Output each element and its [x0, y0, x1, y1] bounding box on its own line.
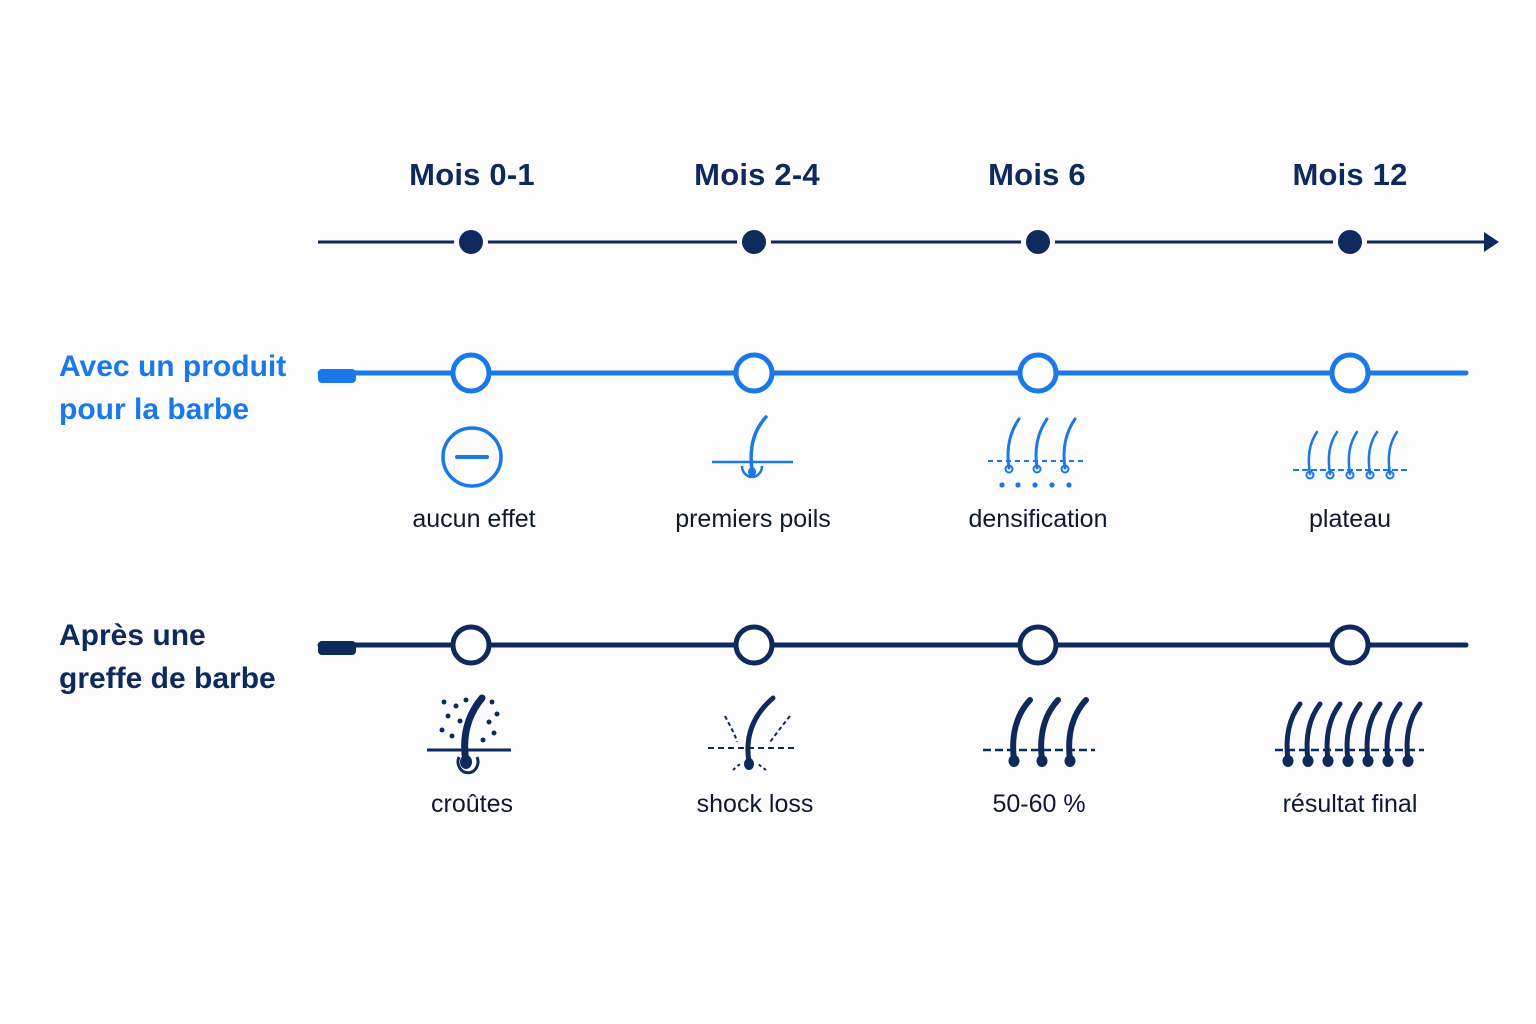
- product-stage-label-0: aucun effet: [412, 505, 536, 533]
- no-effect-icon: [441, 426, 503, 488]
- product-row-title-line1: Avec un produit: [59, 350, 287, 383]
- time-axis: [318, 225, 1499, 259]
- three-hairs-icon: [983, 697, 1095, 767]
- product-track: [317, 352, 1469, 394]
- hair-root-4: [1362, 755, 1374, 767]
- hair-strand-1: [1304, 701, 1323, 763]
- single-hair-icon: [712, 415, 793, 479]
- graft-row-title: Après une greffe de barbe: [59, 614, 276, 700]
- five-hairs-icon: [1293, 430, 1408, 480]
- product-stage-node-1: [733, 352, 775, 394]
- product-stage-node-3: [1329, 352, 1371, 394]
- hair-root-2: [1322, 755, 1334, 767]
- graft-stage-node-2: [1017, 624, 1059, 666]
- month-label-2: Mois 6: [988, 157, 1086, 192]
- month-label-1: Mois 2-4: [694, 157, 820, 192]
- graft-stage-label-1: shock loss: [696, 790, 814, 818]
- axis-arrow-icon: [1484, 232, 1499, 252]
- graft-stage-label-0: croûtes: [431, 790, 513, 818]
- month-label-0: Mois 0-1: [409, 157, 535, 192]
- hair-strand-3: [1344, 701, 1363, 763]
- three-hairs-dotted-icon: [988, 417, 1084, 488]
- product-row-title-line2: pour la barbe: [59, 393, 250, 426]
- hair-root-3: [1342, 755, 1354, 767]
- product-stage-node-0: [450, 352, 492, 394]
- axis-dot-1: [742, 230, 766, 254]
- product-stage-label-3: plateau: [1308, 505, 1392, 533]
- scab-hair-icon: [427, 694, 511, 775]
- axis-dot-0: [459, 230, 483, 254]
- seven-hairs-icon: [1275, 701, 1424, 767]
- graft-stage-label-3: résultat final: [1282, 790, 1418, 818]
- hair-root-5: [1382, 755, 1394, 767]
- hair-root-1: [1302, 755, 1314, 767]
- graft-row-title-line2: greffe de barbe: [59, 662, 276, 695]
- axis-dot-2: [1026, 230, 1050, 254]
- axis-dot-3: [1338, 230, 1362, 254]
- product-stage-node-2: [1017, 352, 1059, 394]
- product-row-title: Avec un produit pour la barbe: [59, 345, 286, 431]
- graft-track-start-marker: [318, 641, 356, 655]
- graft-row-title-line1: Après une: [59, 619, 206, 652]
- hair-strand-2: [1324, 701, 1343, 763]
- graft-stage-node-1: [733, 624, 775, 666]
- hair-strand-0: [1284, 701, 1303, 763]
- product-track-start-marker: [318, 369, 356, 383]
- hair-strand-6: [1404, 701, 1423, 763]
- graft-stage-node-3: [1329, 624, 1371, 666]
- month-label-3: Mois 12: [1292, 157, 1408, 192]
- shedding-hair-icon: [708, 695, 796, 771]
- graft-stage-node-0: [450, 624, 492, 666]
- graft-stage-label-2: 50-60 %: [992, 790, 1086, 818]
- hair-strand-4: [1364, 701, 1383, 763]
- hair-root-6: [1402, 755, 1414, 767]
- graft-track: [317, 624, 1469, 666]
- product-stage-label-2: densification: [968, 505, 1108, 533]
- product-stage-label-1: premiers poils: [675, 505, 831, 533]
- hair-strand-5: [1384, 701, 1403, 763]
- hair-root-0: [1282, 755, 1294, 767]
